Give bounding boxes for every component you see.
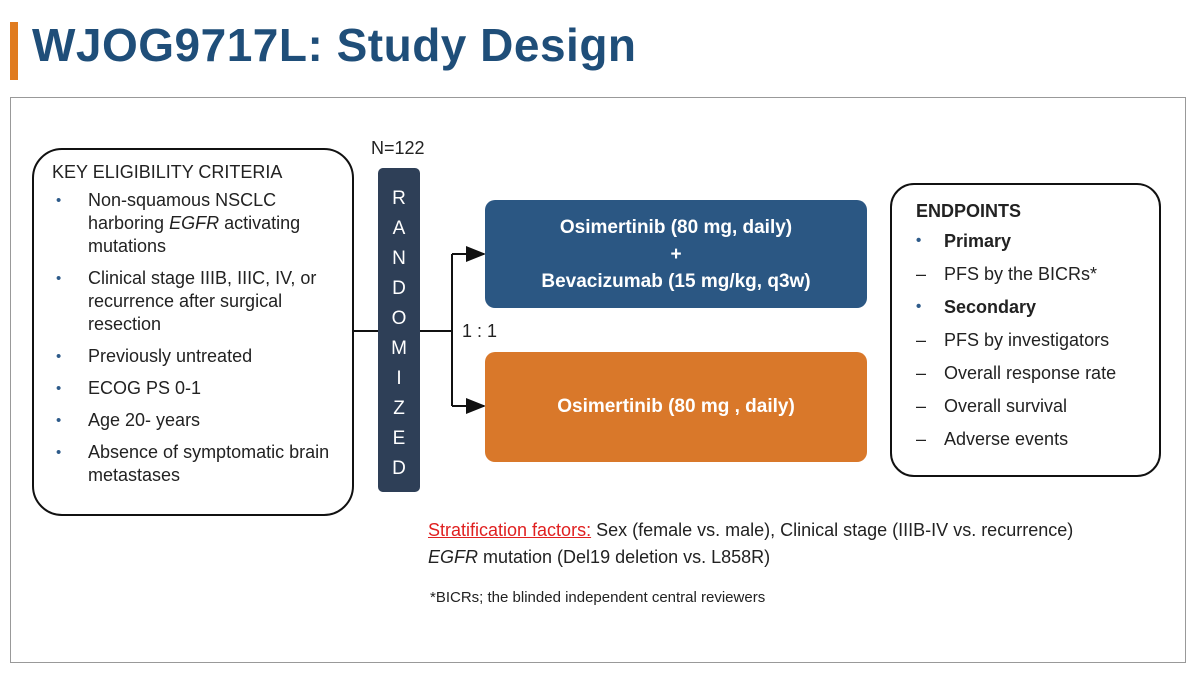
bullet-icon: • <box>916 232 922 249</box>
arm1-line3: Bevacizumab (15 mg/kg, q3w) <box>541 270 811 292</box>
bullet-icon: • <box>56 270 62 287</box>
eligibility-item: •Age 20- years <box>56 410 201 430</box>
page-title: WJOG9717L: Study Design <box>32 19 637 71</box>
dash-icon: – <box>916 264 927 284</box>
endpoints-box: ENDPOINTS •Primary –PFS by the BICRs* •S… <box>890 183 1161 477</box>
eligibility-list: •Non-squamous NSCLC harboring EGFR activ… <box>52 189 336 487</box>
endpoint-item: –PFS by investigators <box>916 330 1110 350</box>
randomized-letter: A <box>392 218 406 239</box>
arm-osimertinib-bevacizumab: Osimertinib (80 mg, daily) + Bevacizumab… <box>485 200 867 308</box>
endpoint-item: •Primary <box>916 231 1012 251</box>
bullet-icon: • <box>916 298 922 315</box>
randomized-letter: D <box>392 278 406 299</box>
title-accent-bar <box>10 22 18 80</box>
randomized-letter: M <box>391 338 407 359</box>
sample-size-label: N=122 <box>371 138 425 158</box>
randomized-letter: D <box>392 458 406 479</box>
stratification-line-1: Stratification factors: Sex (female vs. … <box>428 520 1074 540</box>
stratification-line-2: EGFR mutation (Del19 deletion vs. L858R) <box>428 547 771 567</box>
diagram-frame <box>10 97 1186 663</box>
eligibility-item: •Non-squamous NSCLC harboring EGFR activ… <box>56 190 301 256</box>
eligibility-item: •ECOG PS 0-1 <box>56 378 202 398</box>
arm1-plus: + <box>670 243 682 265</box>
bullet-icon: • <box>56 412 62 429</box>
arm-osimertinib: Osimertinib (80 mg , daily) <box>485 352 867 462</box>
eligibility-heading: KEY ELIGIBILITY CRITERIA <box>52 162 283 182</box>
bullet-icon: • <box>56 192 62 209</box>
eligibility-item: •Clinical stage IIIB, IIIC, IV, or recur… <box>56 268 317 334</box>
bullet-icon: • <box>56 380 62 397</box>
randomized-letter: Z <box>393 398 405 419</box>
randomized-bar: R A N D O M I Z E D <box>378 168 420 492</box>
dash-icon: – <box>916 363 927 383</box>
eligibility-item: •Previously untreated <box>56 346 253 366</box>
allocation-ratio: 1 : 1 <box>462 321 498 341</box>
endpoint-item: •Secondary <box>916 297 1037 317</box>
endpoint-item: –Adverse events <box>916 429 1069 449</box>
dash-icon: – <box>916 396 927 416</box>
eligibility-item: •Absence of symptomatic brain metastases <box>56 442 330 485</box>
dash-icon: – <box>916 429 927 449</box>
bullet-icon: • <box>56 444 62 461</box>
endpoint-item: –PFS by the BICRs* <box>916 264 1098 284</box>
stratification-label: Stratification factors: <box>428 520 592 540</box>
endpoint-item: –Overall survival <box>916 396 1068 416</box>
endpoint-item: –Overall response rate <box>916 363 1117 383</box>
dash-icon: – <box>916 330 927 350</box>
endpoints-heading: ENDPOINTS <box>916 201 1022 221</box>
randomized-letter: R <box>392 188 406 209</box>
randomized-letter: I <box>396 368 402 389</box>
arm1-line1: Osimertinib (80 mg, daily) <box>559 216 793 238</box>
stratification-factors: Stratification factors: Sex (female vs. … <box>428 517 1073 571</box>
footnote: *BICRs; the blinded independent central … <box>430 589 766 606</box>
randomized-letter: E <box>392 428 406 449</box>
eligibility-box: KEY ELIGIBILITY CRITERIA •Non-squamous N… <box>32 148 354 516</box>
randomized-letter: O <box>391 308 407 329</box>
bullet-icon: • <box>56 348 62 365</box>
randomized-letter: N <box>392 248 406 269</box>
arm2-label: Osimertinib (80 mg , daily) <box>557 396 795 417</box>
